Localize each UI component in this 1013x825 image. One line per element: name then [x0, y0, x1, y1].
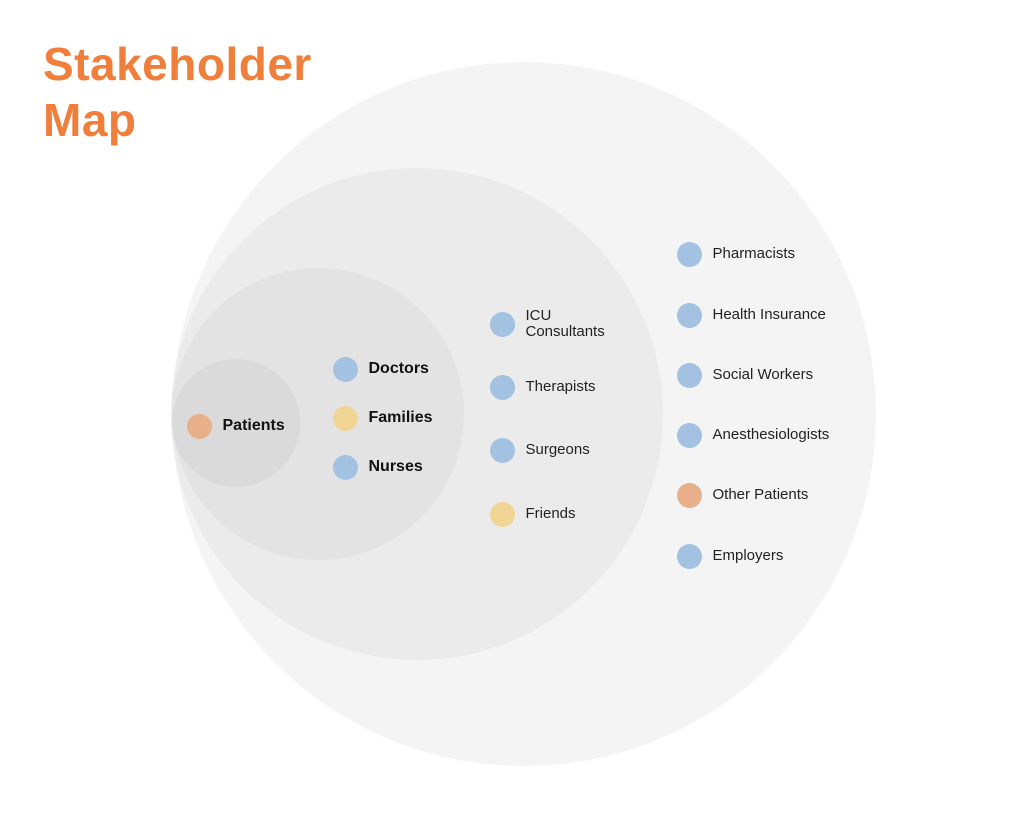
ring-core	[172, 359, 300, 487]
stakeholder-dot	[332, 356, 358, 382]
stakeholder-health-insurance: Health Insurance	[676, 302, 853, 328]
stakeholder-dot	[489, 501, 515, 527]
stakeholder-other-patients: Other Patients	[676, 482, 853, 508]
ring-inner	[172, 268, 464, 560]
stakeholder-surgeons: Surgeons	[489, 437, 666, 463]
stakeholder-icu-consultants: ICU Consultants	[489, 308, 616, 340]
stakeholder-anesthesiologists: Anesthesiologists	[676, 422, 853, 448]
stakeholder-nurses: Nurses	[332, 454, 509, 480]
stakeholder-employers: Employers	[676, 543, 853, 569]
stakeholder-dot	[676, 302, 702, 328]
stakeholder-label: Patients	[222, 417, 285, 434]
stakeholder-pharmacists: Pharmacists	[676, 241, 853, 267]
stakeholder-social-workers: Social Workers	[676, 362, 853, 388]
stakeholder-dot	[676, 241, 702, 267]
stakeholder-doctors: Doctors	[332, 356, 509, 382]
stakeholder-dot	[676, 543, 702, 569]
stakeholder-label: Other Patients	[712, 486, 809, 503]
stakeholder-label: Employers	[712, 547, 784, 564]
stakeholder-families: Families	[332, 405, 509, 431]
stakeholder-label: Therapists	[525, 378, 596, 395]
stakeholder-label: Social Workers	[712, 366, 814, 383]
stakeholder-label: ICU Consultants	[525, 307, 605, 340]
stakeholder-label: Nurses	[368, 458, 423, 475]
stakeholder-friends: Friends	[489, 501, 666, 527]
stakeholder-therapists: Therapists	[489, 374, 666, 400]
stakeholder-label: Families	[368, 409, 433, 426]
stakeholder-patients: Patients	[186, 413, 363, 439]
stakeholder-dot	[332, 405, 358, 431]
stakeholder-dot	[489, 311, 515, 337]
stakeholder-dot	[489, 437, 515, 463]
stakeholder-dot	[676, 422, 702, 448]
stakeholder-label: Pharmacists	[712, 245, 796, 262]
stakeholder-dot	[332, 454, 358, 480]
stakeholder-dot	[676, 362, 702, 388]
stakeholder-label: Friends	[525, 505, 576, 522]
stakeholder-label: Surgeons	[525, 441, 590, 458]
stakeholder-label: Health Insurance	[712, 306, 826, 323]
stakeholder-label: Anesthesiologists	[712, 426, 830, 443]
page-title: Stakeholder Map	[43, 38, 312, 146]
stakeholder-dot	[676, 482, 702, 508]
stakeholder-dot	[489, 374, 515, 400]
stakeholder-label: Doctors	[368, 360, 429, 377]
stakeholder-dot	[186, 413, 212, 439]
